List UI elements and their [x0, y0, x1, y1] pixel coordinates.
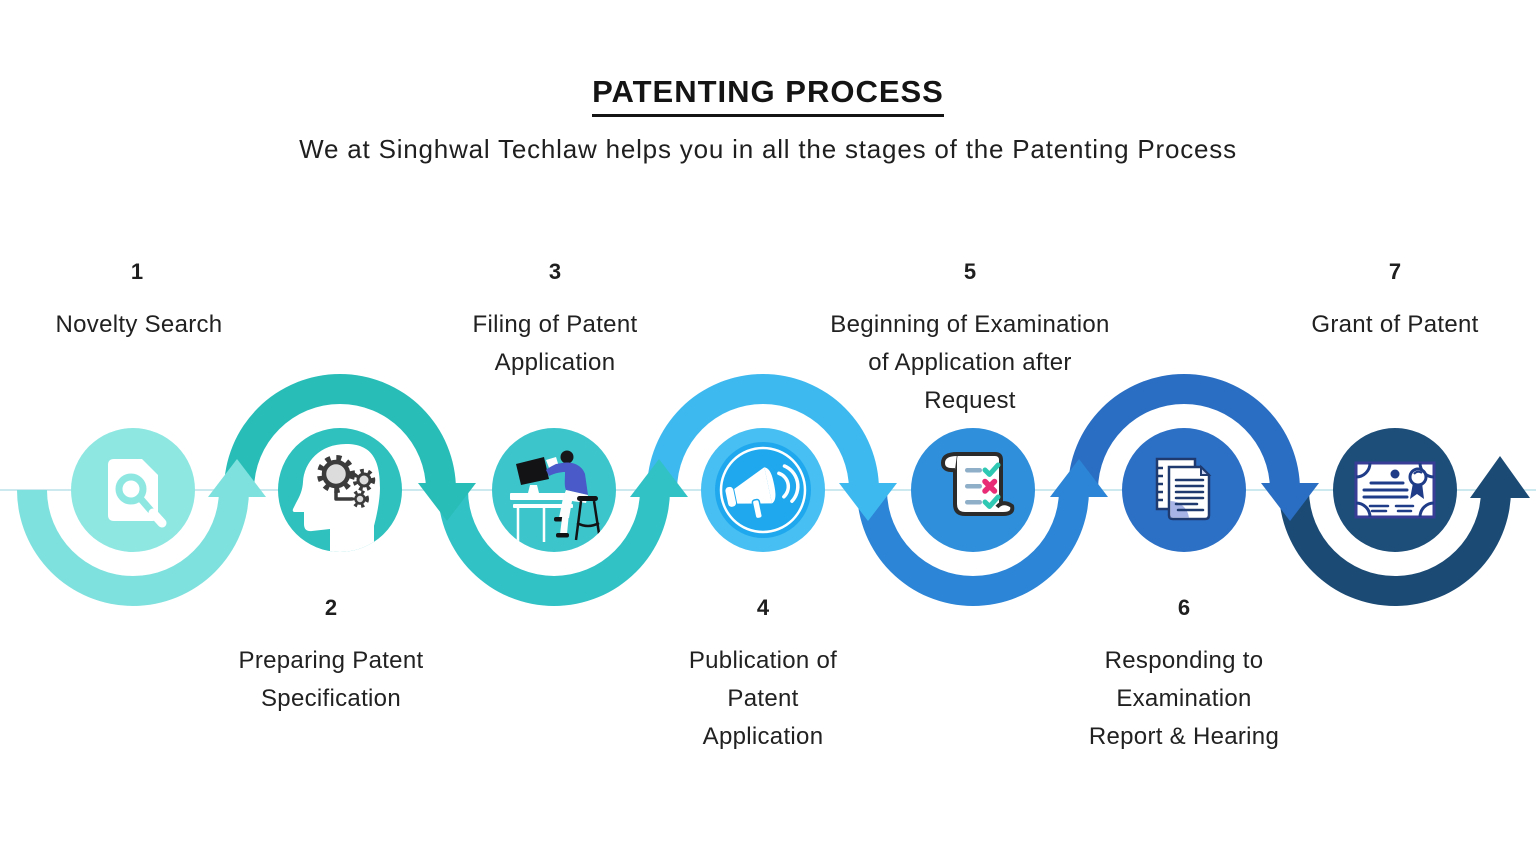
step-2-number: 2: [324, 595, 338, 620]
header: PATENTING PROCESS: [0, 74, 1536, 117]
document-search-icon: [108, 459, 167, 528]
flow-arc-3: [438, 490, 670, 606]
step-6-number: 6: [1177, 595, 1191, 620]
head-gears-icon: [292, 444, 380, 552]
flow-arrow-down-6: [1261, 483, 1319, 521]
page-title: PATENTING PROCESS: [592, 74, 944, 117]
step-4-label: Publication of Patent Application: [688, 647, 838, 750]
step-2-label: Preparing Patent Specification: [238, 647, 424, 712]
flow-arc-2: [224, 374, 456, 490]
step-1-label: Novelty Search: [55, 311, 223, 338]
flow-arc-6: [1068, 374, 1300, 490]
step-4-number: 4: [756, 595, 770, 620]
step-5-label: Beginning of Examination of Application …: [830, 311, 1110, 414]
step-7-label: Grant of Patent: [1311, 311, 1479, 338]
step-3-circle: [492, 428, 616, 552]
flow-arrow-up-3: [630, 459, 688, 497]
flow-arc-7: [1279, 490, 1511, 606]
step-7-number: 7: [1388, 259, 1402, 284]
flow-arrow-down-2: [418, 483, 476, 521]
flow-arrow-up-5: [1050, 459, 1108, 497]
flow-arrow-up-7: [1470, 456, 1530, 498]
step-3-label: Filing of Patent Application: [472, 311, 638, 376]
flow-arrow-down-4: [839, 483, 897, 521]
megaphone-icon: [715, 442, 811, 538]
documents-icon: [1155, 457, 1212, 521]
flow-arc-1: [17, 490, 249, 606]
step-6-label: Responding to Examination Report & Heari…: [1088, 647, 1280, 750]
certificate-icon: [1354, 461, 1436, 519]
step-1-number: 1: [130, 259, 144, 284]
step-3-number: 3: [548, 259, 562, 284]
page-subtitle: We at Singhwal Techlaw helps you in all …: [299, 134, 1237, 164]
person-at-desk-icon: [510, 450, 602, 542]
step-5-number: 5: [963, 259, 977, 284]
examination-checklist-icon: [940, 452, 1015, 516]
flow-arc-4: [647, 374, 879, 490]
flow-arrow-up-1: [208, 459, 266, 497]
flow-arc-5: [857, 490, 1089, 606]
